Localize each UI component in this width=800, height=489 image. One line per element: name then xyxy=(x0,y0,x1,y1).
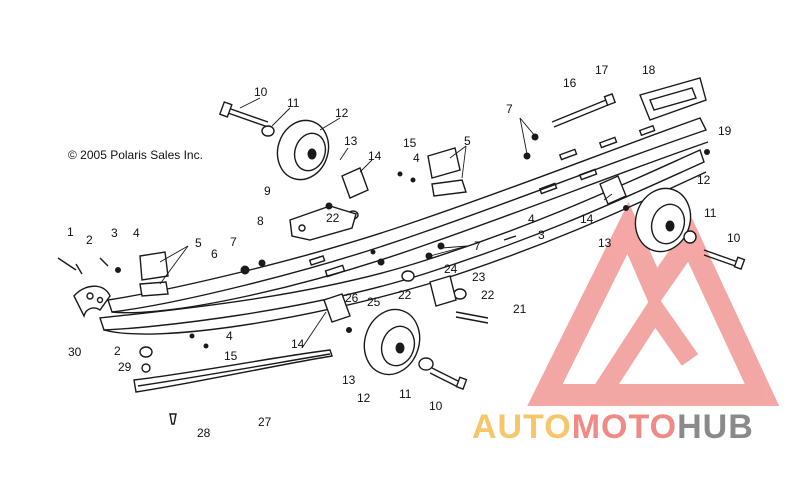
callout-17: 17 xyxy=(595,63,609,77)
callout-12b: 12 xyxy=(697,173,711,187)
leader-lines xyxy=(159,97,613,349)
rail-tip-front xyxy=(73,285,111,319)
callout-labels: 1 2 3 4 5 6 7 8 9 10 11 12 13 14 15 4 5 … xyxy=(67,63,741,440)
callout-30: 30 xyxy=(68,345,82,359)
callout-11: 11 xyxy=(287,96,300,110)
bolt-parts xyxy=(218,93,746,390)
callout-14c: 14 xyxy=(291,337,305,351)
callout-22: 22 xyxy=(326,211,340,225)
small-fasteners xyxy=(57,133,710,425)
copyright-text: © 2005 Polaris Sales Inc. xyxy=(68,148,203,162)
callout-22c: 22 xyxy=(398,288,412,302)
callout-7c: 7 xyxy=(474,239,481,253)
callout-29: 29 xyxy=(118,360,132,374)
callout-16: 16 xyxy=(563,76,577,90)
callout-5: 5 xyxy=(195,236,202,250)
callout-13: 13 xyxy=(344,134,358,148)
callout-15: 15 xyxy=(403,136,417,150)
callout-2: 2 xyxy=(86,233,93,247)
callout-9: 9 xyxy=(264,184,271,198)
callout-7b: 7 xyxy=(506,102,513,116)
callout-24: 24 xyxy=(444,262,458,276)
callout-23: 23 xyxy=(472,270,486,284)
watermark-text: AUTOMOTOHUB xyxy=(472,408,754,446)
callout-2b: 2 xyxy=(114,344,121,358)
callout-11c: 11 xyxy=(399,387,412,401)
callout-25: 25 xyxy=(367,295,381,309)
watermark-auto: AUTO xyxy=(472,408,572,446)
callout-14: 14 xyxy=(368,149,382,163)
rail-holes xyxy=(308,124,656,278)
callout-27: 27 xyxy=(258,415,272,429)
callout-19: 19 xyxy=(718,124,732,138)
callout-26: 26 xyxy=(345,291,359,305)
rail-block-parts xyxy=(139,147,467,297)
plate-part xyxy=(289,205,357,241)
callout-28: 28 xyxy=(197,426,211,440)
idler-wheel-right xyxy=(634,187,692,253)
watermark-moto: MOTO xyxy=(572,408,677,446)
callout-22b: 22 xyxy=(481,288,495,302)
callout-1: 1 xyxy=(67,225,74,239)
callout-4d: 4 xyxy=(226,329,233,343)
callout-3: 3 xyxy=(111,226,118,240)
callout-12c: 12 xyxy=(357,391,371,405)
callout-10: 10 xyxy=(254,85,268,99)
idler-wheel-lower xyxy=(363,308,421,376)
callout-4b: 4 xyxy=(413,151,420,165)
callout-11b: 11 xyxy=(704,206,717,220)
watermark-hub: HUB xyxy=(677,408,754,446)
callout-6: 6 xyxy=(211,247,218,261)
callout-15b: 15 xyxy=(224,349,238,363)
callout-13b: 13 xyxy=(598,236,612,250)
callout-8: 8 xyxy=(257,214,264,228)
callout-5b: 5 xyxy=(464,134,471,148)
callout-10b: 10 xyxy=(727,231,741,245)
slide-strip xyxy=(133,349,333,393)
svg-text:AUTOMOTOHUB: AUTOMOTOHUB xyxy=(472,408,754,446)
callout-21: 21 xyxy=(513,302,527,316)
axle-brackets xyxy=(323,167,627,323)
callout-10c: 10 xyxy=(429,399,443,413)
callout-7: 7 xyxy=(230,235,237,249)
callout-4c: 4 xyxy=(528,212,535,226)
callout-18: 18 xyxy=(642,63,656,77)
callout-3b: 3 xyxy=(538,228,545,242)
watermark-logo xyxy=(527,201,780,406)
callout-12: 12 xyxy=(335,106,349,120)
callout-14b: 14 xyxy=(580,212,594,226)
idler-wheel-top xyxy=(276,119,330,181)
callout-4: 4 xyxy=(133,226,140,240)
callout-13c: 13 xyxy=(342,373,356,387)
